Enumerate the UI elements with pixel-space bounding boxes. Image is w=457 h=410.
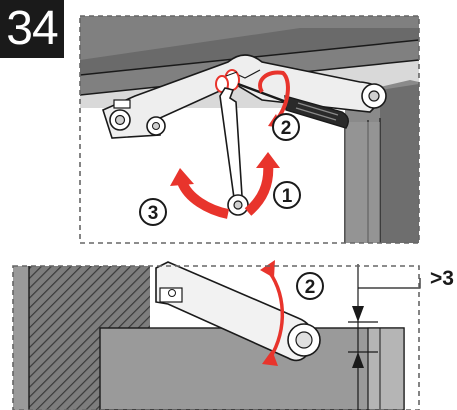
rotate-arrow-1 — [244, 152, 280, 216]
bottom-bracket-arm — [155, 261, 321, 362]
callout-2-screwdriver: 2 — [272, 113, 300, 141]
callout-2-label: 2 — [281, 118, 292, 139]
top-panel-border — [79, 15, 420, 244]
callout-1-label: 1 — [282, 186, 293, 207]
bottom-panel-border — [12, 265, 420, 410]
gap-label: >3 — [430, 267, 454, 290]
rotate-arrow-3 — [170, 168, 230, 219]
gap-dimension — [348, 264, 421, 410]
adjustment-screw — [215, 69, 240, 93]
callout-3-label: 3 — [148, 203, 159, 224]
screwdriver-icon — [237, 82, 349, 129]
wrench-icon — [219, 87, 249, 216]
step-number-badge: 34 — [0, 0, 64, 58]
callout-3-wrench: 3 — [139, 198, 167, 226]
callout-2-pivot: 2 — [296, 272, 324, 300]
top-panel: 2 1 3 — [79, 15, 420, 244]
hinge-bracket — [102, 54, 387, 139]
bottom-panel: 2 >3 — [12, 260, 454, 410]
callout-1-rotate: 1 — [273, 181, 301, 209]
callout-2-bottom-label: 2 — [305, 277, 316, 298]
pivot-double-arrow — [260, 260, 285, 366]
